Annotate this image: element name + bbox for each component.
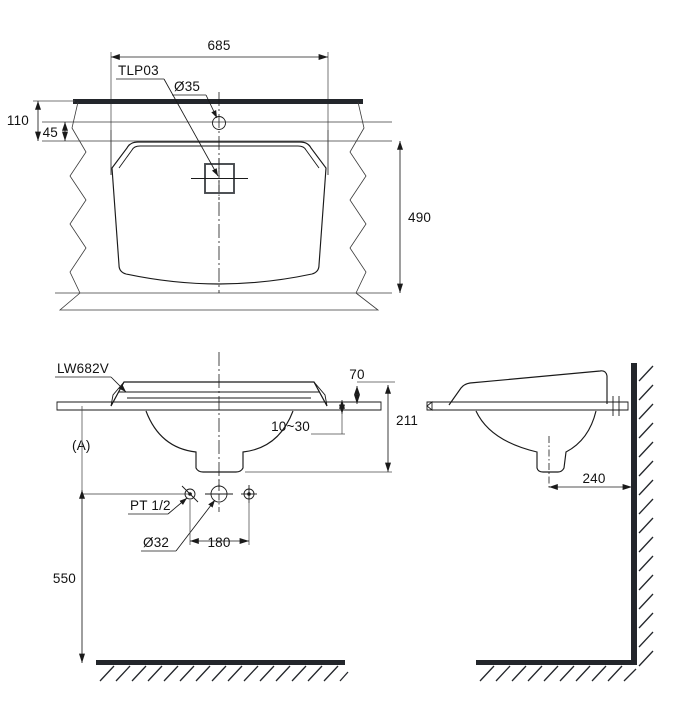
- dim-label-wall-offset-240: 240: [582, 471, 605, 486]
- label-section-a: (A): [72, 438, 91, 453]
- dimension-offset-110: 110: [7, 100, 75, 142]
- counter-slab-section: [56, 401, 382, 411]
- dim-label-offset-110: 110: [7, 113, 29, 128]
- dim-label-offset-45: 45: [43, 125, 58, 140]
- dimension-floor-550: 550: [53, 489, 85, 664]
- dimension-wall-offset-240: 240: [548, 471, 633, 490]
- wall-bar-plan: [73, 99, 363, 104]
- dim-label-top-width: 685: [207, 38, 230, 53]
- front-section-view: LW682V (A) 70 10~30: [53, 352, 418, 682]
- label-tlp03: TLP03: [118, 63, 159, 78]
- dim-label-spacing-180: 180: [207, 535, 230, 550]
- dimension-depth-211: 211: [245, 384, 418, 473]
- rim-bevel-right: [313, 381, 328, 407]
- dimension-top-width: 685: [110, 38, 329, 175]
- dimension-rim-70: 70: [349, 367, 395, 405]
- side-view: 240: [426, 363, 654, 682]
- basin-side-upper: [448, 370, 608, 406]
- floor-right: [476, 660, 637, 682]
- counter-front-apron: [58, 292, 380, 311]
- supply-fitting-left: [184, 488, 196, 500]
- break-line-right: [349, 101, 367, 294]
- section-marker-a: (A): [72, 406, 91, 490]
- dimension-thickness-10-30: 10~30: [271, 399, 345, 435]
- dim-label-depth-211: 211: [396, 413, 418, 428]
- dimension-spacing-180: 180: [189, 500, 250, 550]
- dim-label-rim-70: 70: [349, 367, 364, 382]
- rim-bevel-left: [110, 381, 125, 407]
- floor-left: [96, 660, 349, 682]
- callout-lw682v: LW682V: [55, 361, 127, 393]
- counter-slab-side-endcap: [426, 401, 433, 411]
- bowl-profile-section: [145, 410, 294, 473]
- callout-dia35: Ø35: [172, 79, 218, 119]
- counter-slab-side: [426, 401, 629, 411]
- dim-label-thickness: 10~30: [271, 419, 310, 434]
- supply-fitting-left-tick: [181, 485, 199, 503]
- callout-tlp03: TLP03: [116, 63, 219, 177]
- label-lw682v: LW682V: [57, 361, 109, 376]
- basin-side-bowl: [475, 410, 597, 473]
- plumbing-fittings: [82, 480, 257, 512]
- callout-dia32: Ø32: [141, 499, 216, 552]
- callout-pt12: PT 1/2: [128, 497, 188, 515]
- top-view: 685: [7, 38, 431, 311]
- wall-right: [631, 363, 654, 667]
- label-dia35: Ø35: [174, 79, 200, 94]
- label-pt12: PT 1/2: [130, 498, 171, 513]
- dimension-depth-490: 490: [397, 140, 431, 294]
- break-line-left: [69, 101, 87, 294]
- dim-label-floor-550: 550: [53, 571, 76, 586]
- dim-label-depth-490: 490: [408, 210, 431, 225]
- label-dia32: Ø32: [143, 535, 169, 550]
- faucet-hole-circle: [212, 116, 226, 130]
- dimension-offset-45: 45: [43, 121, 68, 142]
